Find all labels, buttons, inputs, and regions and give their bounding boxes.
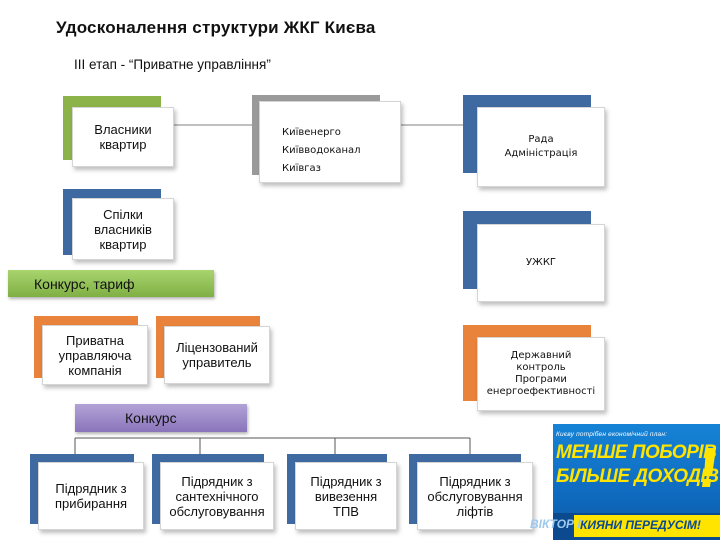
private-company-line-3: компанія [68, 362, 122, 378]
contractor-elevators-box: Підрядник з обслуговування ліфтів [417, 462, 533, 530]
state-control-line-4: енергоефективності [486, 386, 596, 397]
contractor-waste-line-3: ТПВ [333, 503, 359, 519]
unions-box: Спілки власників квартир [72, 198, 174, 260]
licensed-manager-line-2: управитель [182, 355, 252, 370]
owners-box: Власники квартир [72, 107, 174, 167]
utilities-box: Київенерго Київводоканал Київгаз [259, 101, 401, 183]
private-company-box: Приватна управляюча компанія [42, 325, 148, 385]
contractor-plumbing-line-3: обслуговування [169, 503, 265, 519]
exclamation-icon [702, 448, 716, 487]
tender-tariff-band: Конкурс, тариф [8, 270, 214, 297]
tender-band: Конкурс [75, 404, 247, 432]
utilities-line-3: Київгаз [282, 163, 321, 174]
state-control-line-3: Програми [515, 374, 567, 385]
contractor-elevators-line-3: ліфтів [456, 503, 494, 519]
contractor-plumbing-line-2: сантехнічного [175, 488, 259, 504]
banner-cheer-strip [574, 515, 720, 537]
owners-line-1: Власники [94, 122, 152, 137]
contractor-waste-line-2: вивезення [314, 488, 378, 504]
banner-line-2: БІЛЬШЕ ДОХОДІВ [556, 466, 719, 487]
contractor-cleaning-line-2: прибирання [54, 496, 128, 511]
contractor-cleaning-line-1: Підрядник з [55, 481, 127, 496]
unions-line-2: власників [94, 221, 152, 237]
unions-line-3: квартир [99, 236, 147, 252]
contractor-elevators-line-1: Підрядник з [439, 473, 511, 489]
utilities-line-2: Київводоканал [282, 145, 361, 156]
unions-line-1: Спілки [103, 206, 143, 222]
uzhkg-label: УЖКГ [525, 257, 557, 268]
council-box: Рада Адміністрація [477, 107, 605, 187]
state-control-line-2: контроль [516, 362, 566, 373]
council-line-1: Рада [528, 134, 554, 145]
licensed-manager-line-1: Ліцензований [176, 340, 258, 355]
contractor-elevators-line-2: обслуговування [427, 488, 523, 504]
tender-tariff-label: Конкурс, тариф [34, 275, 135, 292]
private-company-line-2: управляюча [58, 347, 132, 363]
state-control-box: Державний контроль Програми енергоефекти… [477, 337, 605, 411]
contractor-cleaning-box: Підрядник з прибирання [38, 462, 144, 530]
state-control-line-1: Державний [510, 350, 572, 361]
contractor-waste-line-1: Підрядник з [310, 473, 382, 489]
uzhkg-box: УЖКГ [477, 224, 605, 302]
contractor-waste-box: Підрядник з вивезення ТПВ [295, 462, 397, 530]
slide-title: Удосконалення структури ЖКГ Києва [56, 18, 376, 37]
owners-line-2: квартир [99, 137, 147, 152]
banner-slogan: Києву потрібен економічний план: [556, 431, 668, 438]
banner-line-1: МЕНШЕ ПОБОРІВ [556, 442, 717, 463]
banner-name: ВІКТОР ПИЛИПИШИН [530, 517, 581, 531]
utilities-line-1: Київенерго [282, 127, 341, 138]
contractor-plumbing-line-1: Підрядник з [181, 473, 253, 489]
council-line-2: Адміністрація [504, 148, 578, 159]
banner-cheer: КИЯНИ ПЕРЕДУСІМ! [580, 518, 701, 532]
slide-subtitle: ІІІ етап - “Приватне управління” [74, 57, 271, 72]
tender-label: Конкурс [125, 410, 177, 426]
contractor-plumbing-box: Підрядник з сантехнічного обслуговування [160, 462, 274, 530]
private-company-line-1: Приватна [66, 332, 124, 348]
licensed-manager-box: Ліцензований управитель [164, 326, 270, 384]
